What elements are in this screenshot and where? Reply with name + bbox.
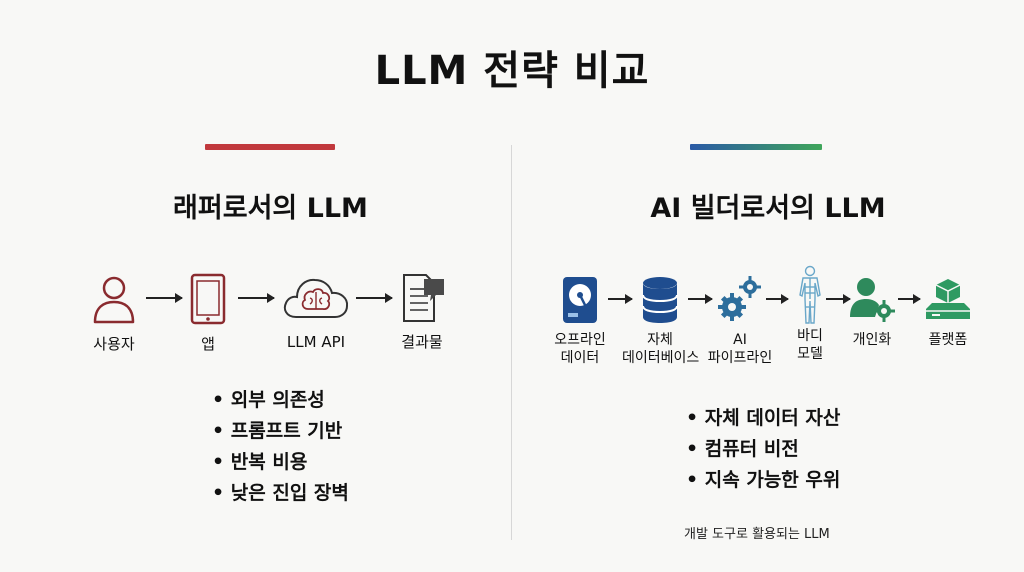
document-chat-icon xyxy=(403,274,444,322)
right-accent-bar xyxy=(690,144,822,150)
flow-node-output: 결과물 xyxy=(392,271,452,351)
center-divider xyxy=(511,145,512,540)
flow-arrow xyxy=(898,294,921,304)
flow-label-line: 데이터베이스 xyxy=(622,350,700,366)
bullet-item: 지속 가능한 우위 xyxy=(686,465,841,496)
flow-node-personalization: 개인화 xyxy=(844,275,900,349)
flow-node-ai-pipeline: AI 파이프라인 xyxy=(702,273,778,367)
flow-node-body-model: 바디 모델 xyxy=(782,265,838,363)
flow-label-llm-api: LLM API xyxy=(286,333,346,351)
flow-label: 플랫폼 xyxy=(918,331,978,349)
bullet-item: 자체 데이터 자산 xyxy=(686,403,841,434)
bullet-item: 반복 비용 xyxy=(212,447,349,478)
cloud-brain-icon xyxy=(283,278,349,318)
left-heading: 래퍼로서의 LLM xyxy=(173,193,368,224)
flow-label-line: 파이프라인 xyxy=(707,350,773,366)
database-icon xyxy=(642,277,678,323)
user-icon xyxy=(93,276,135,324)
flow-node-own-database: 자체 데이터베이스 xyxy=(622,275,700,367)
gears-icon xyxy=(718,276,761,321)
bullet-item: 외부 의존성 xyxy=(212,385,349,416)
hard-drive-icon xyxy=(563,277,597,323)
platform-icon xyxy=(926,279,970,319)
bullet-item: 낮은 진입 장벽 xyxy=(212,478,349,509)
right-bullet-list: 자체 데이터 자산 컴퓨터 비전 지속 가능한 우위 xyxy=(686,403,841,496)
flow-arrow xyxy=(608,294,633,304)
left-flow: 사용자 앱 LLM API xyxy=(0,265,511,385)
flow-arrow xyxy=(766,294,789,304)
flow-arrow xyxy=(146,293,183,303)
person-gear-icon xyxy=(850,278,895,322)
flow-arrow xyxy=(356,293,393,303)
flow-label-line: 플랫폼 xyxy=(928,332,968,348)
flow-label: AI 파이프라인 xyxy=(702,331,778,367)
flow-label-line: 모델 xyxy=(797,346,823,362)
bullet-item: 프롬프트 기반 xyxy=(212,416,349,447)
body-model-icon xyxy=(799,265,821,324)
right-flow: 오프라인 데이터 자체 데이터베이스 xyxy=(512,265,1024,385)
flow-label-app: 앱 xyxy=(201,335,215,353)
left-accent-bar xyxy=(205,144,335,150)
builder-panel: AI 빌더로서의 LLM 오프라인 데이터 xyxy=(512,0,1024,572)
flow-label-line: 바디 xyxy=(797,328,823,344)
flow-node-offline-data: 오프라인 데이터 xyxy=(540,275,620,367)
tablet-icon xyxy=(190,273,226,325)
left-bullet-list: 외부 의존성 프롬프트 기반 반복 비용 낮은 진입 장벽 xyxy=(212,385,349,509)
flow-label-output: 결과물 xyxy=(401,333,443,351)
flow-label: 개인화 xyxy=(844,331,900,349)
flow-arrow xyxy=(238,293,275,303)
flow-label: 오프라인 데이터 xyxy=(540,331,620,367)
flow-label-line: 자체 xyxy=(647,332,673,348)
page-title: LLM 전략 비교 xyxy=(374,48,650,94)
flow-label-line: 개인화 xyxy=(852,332,892,348)
wrapper-panel: 래퍼로서의 LLM 사용자 앱 LLM API xyxy=(0,0,511,572)
flow-label-line: 데이터 xyxy=(560,350,600,366)
flow-label-line: 오프라인 xyxy=(554,332,606,348)
flow-label-line: AI xyxy=(733,332,747,348)
flow-node-llm-api: LLM API xyxy=(276,271,356,351)
flow-node-app: 앱 xyxy=(180,273,236,353)
footnote: 개발 도구로 활용되는 LLM xyxy=(684,527,830,542)
flow-node-user: 사용자 xyxy=(84,273,144,353)
flow-arrow xyxy=(688,294,713,304)
flow-node-platform: 플랫폼 xyxy=(918,275,978,349)
right-heading: AI 빌더로서의 LLM xyxy=(650,193,886,224)
flow-label: 자체 데이터베이스 xyxy=(622,331,700,367)
flow-label-user: 사용자 xyxy=(93,335,135,353)
flow-arrow xyxy=(826,294,851,304)
bullet-item: 컴퓨터 비전 xyxy=(686,434,840,465)
flow-label: 바디 모델 xyxy=(782,327,838,363)
